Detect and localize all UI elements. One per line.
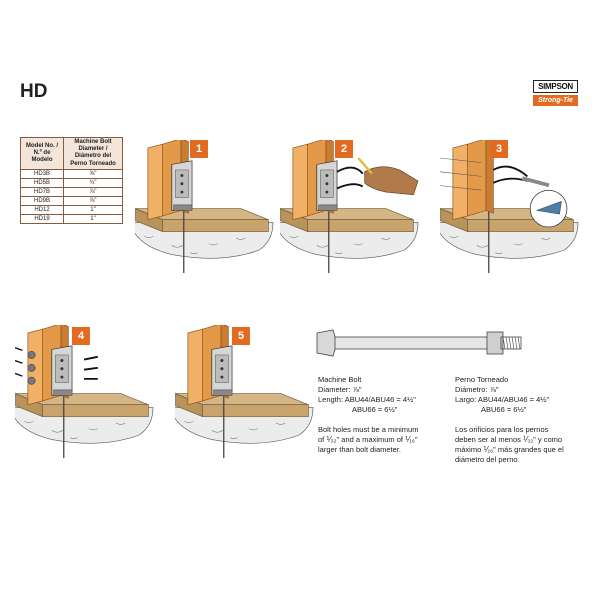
cell-model: HD7B: [20, 186, 64, 197]
spanish-note-4: diámetro del perno.: [455, 455, 520, 464]
spanish-length: Largo: ABU44/ABU46 = 4½": [455, 395, 550, 404]
english-length-2: ABU66 = 6½": [352, 405, 398, 414]
cell-diameter: ⅞": [63, 186, 123, 197]
cell-model: HD9B: [20, 195, 64, 206]
page-title: HD: [20, 81, 48, 102]
step-4-badge: 4: [72, 327, 90, 345]
cell-model: HD5B: [20, 177, 64, 188]
table-header-model: Model No. / N.º de Modelo: [20, 137, 64, 170]
spanish-heading: Perno Torneado: [455, 375, 509, 384]
english-note-2: of ⅟₃₂" and a maximum of ⅟₁₆": [318, 435, 418, 444]
table-header-diameter: Machine Bolt Diameter / Diámetro del Per…: [63, 137, 123, 170]
spanish-note-3: máximo ⅟₁₆" más grandes que el: [455, 445, 564, 454]
cell-diameter: ¾": [63, 177, 123, 188]
step-3-illustration: [440, 140, 579, 274]
cell-diameter: ⅞": [63, 195, 123, 206]
spanish-diameter: Diámetro: ⅞": [455, 385, 499, 394]
english-note-3: larger than bolt diameter.: [318, 445, 401, 454]
model-table: Model No. / N.º de Modelo Machine Bolt D…: [20, 137, 123, 224]
machine-bolt-illustration: [316, 329, 522, 357]
step-5-illustration: [175, 325, 314, 459]
cell-diameter: 1": [63, 213, 123, 224]
step-1-badge: 1: [190, 140, 208, 158]
cell-diameter: 1": [63, 204, 123, 215]
english-specs: Machine Bolt Diameter: ⅞" Length: ABU44/…: [318, 375, 418, 455]
step-2-badge: 2: [335, 140, 353, 158]
cell-model: HD12: [20, 204, 64, 215]
step-1-illustration: [135, 140, 274, 274]
english-note-1: Bolt holes must be a minimum: [318, 425, 419, 434]
brand-logo: SIMPSON Strong-Tie: [533, 80, 578, 106]
step-5-badge: 5: [232, 327, 250, 345]
step-4-illustration: [15, 325, 154, 459]
brand-sub: Strong-Tie: [533, 95, 578, 106]
english-length: Length: ABU44/ABU46 = 4½": [318, 395, 416, 404]
brand-name: SIMPSON: [533, 80, 578, 93]
step-3-badge: 3: [490, 140, 508, 158]
cell-diameter: ⅝": [63, 168, 123, 179]
spanish-note-2: deben ser al menos ⅟₃₂" y como: [455, 435, 563, 444]
spanish-specs: Perno Torneado Diámetro: ⅞" Largo: ABU44…: [455, 375, 564, 465]
cell-model: HD19: [20, 213, 64, 224]
english-heading: Machine Bolt: [318, 375, 362, 384]
english-diameter: Diameter: ⅞": [318, 385, 362, 394]
cell-model: HD3B: [20, 168, 64, 179]
spanish-length-2: ABU66 = 6½": [481, 405, 527, 414]
spanish-note-1: Los orificios para los pernos: [455, 425, 549, 434]
step-2-illustration: [280, 140, 419, 274]
